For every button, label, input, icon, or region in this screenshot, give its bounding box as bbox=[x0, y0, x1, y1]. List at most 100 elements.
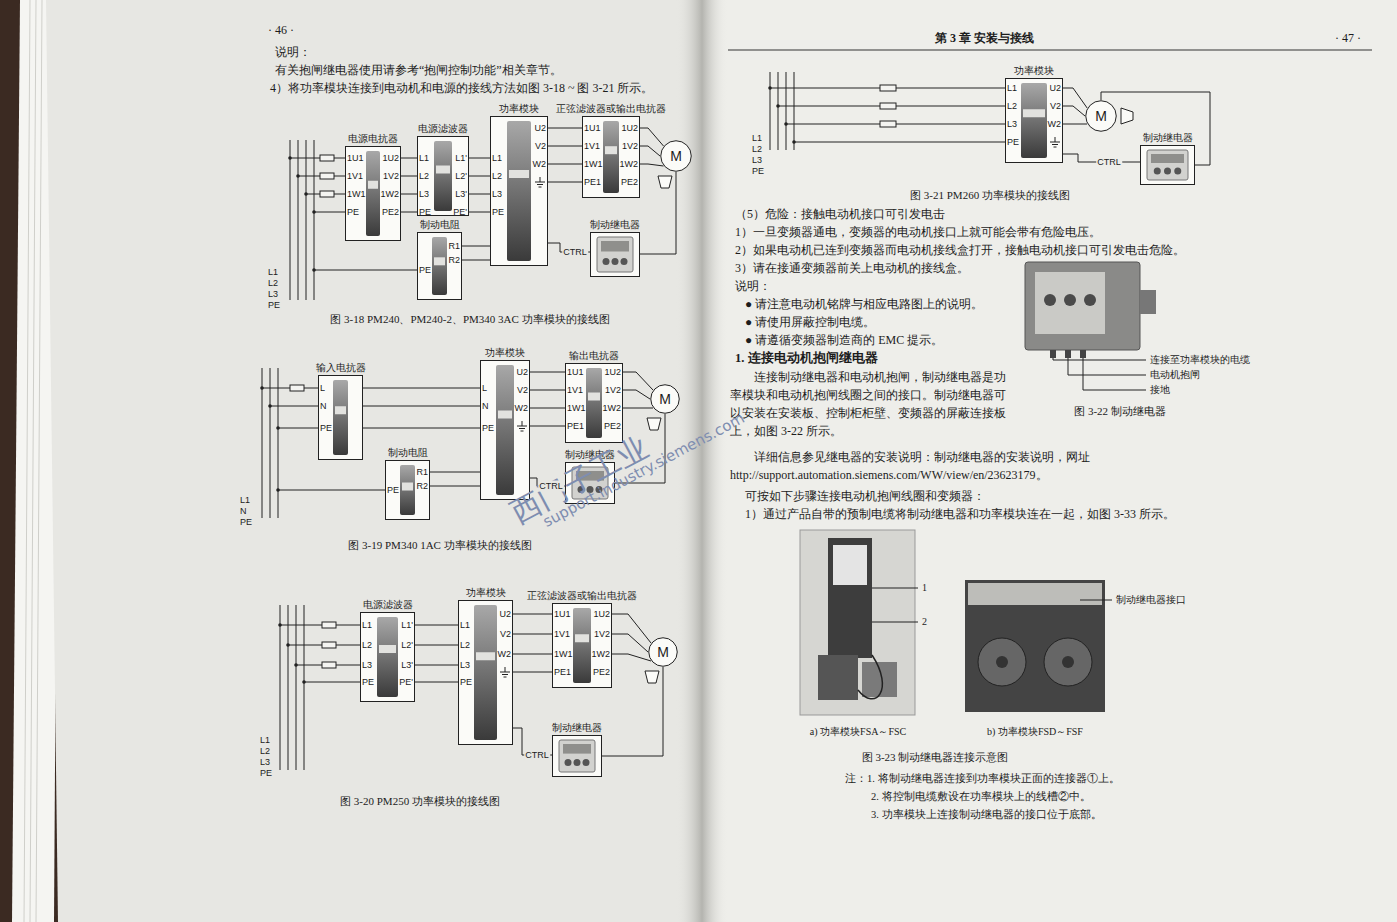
callout-label: 制动继电器接口 bbox=[1116, 594, 1186, 606]
box-fill bbox=[385, 460, 430, 520]
callout-label: 连接至功率模块的电缆 bbox=[1150, 354, 1250, 366]
terminal-label: L bbox=[320, 382, 325, 394]
relay-panel bbox=[601, 241, 629, 252]
terminal-label: PE1 bbox=[554, 666, 571, 678]
device-heading: 制动继电器 bbox=[552, 722, 602, 734]
device-box: 制动继电器 bbox=[552, 735, 602, 777]
feed-wire bbox=[304, 682, 360, 683]
box-fill bbox=[590, 232, 640, 277]
terminal-label: L1 bbox=[260, 734, 270, 746]
box-fill bbox=[345, 146, 401, 241]
text-line: 4）将功率模块连接到电动机和电源的接线方法如图 3-18 ~ 图 3-21 所示… bbox=[270, 80, 653, 96]
terminal-label: L1 bbox=[268, 266, 278, 278]
callout-label: 接地 bbox=[1150, 384, 1170, 396]
terminal-label: L2 bbox=[492, 170, 502, 182]
fan-photo bbox=[1044, 638, 1092, 686]
text-line: · 46 · bbox=[268, 22, 294, 38]
terminal-label: V2 bbox=[1050, 100, 1061, 112]
terminal-label: L3 bbox=[362, 659, 372, 671]
device-label-plate bbox=[575, 634, 589, 642]
text-line: 2）如果电动机已连到变频器而电动机接线盒打开，接触电动机接口可引发电击危险。 bbox=[735, 242, 1185, 258]
terminal-label: L3 bbox=[1007, 118, 1017, 130]
leader-line bbox=[872, 622, 918, 623]
supply-bus-line bbox=[306, 140, 307, 300]
terminal-label: L1' bbox=[401, 619, 413, 631]
text-line: 有关抱闸继电器使用请参考“抱闸控制功能”相关章节。 bbox=[275, 62, 562, 78]
wire-connector bbox=[612, 614, 651, 661]
relay-photo-small bbox=[862, 662, 897, 697]
terminal-label: L3 bbox=[752, 154, 762, 166]
ground-symbol bbox=[504, 677, 507, 678]
terminal-label: 1V1 bbox=[567, 384, 583, 396]
wire-connector bbox=[623, 372, 653, 408]
terminal-label: 1U2 bbox=[604, 366, 621, 378]
device-heading: 制动电阻 bbox=[388, 447, 428, 459]
motor-circle: M bbox=[1085, 100, 1117, 132]
terminal-label: L3 bbox=[492, 188, 502, 200]
supply-bus-line bbox=[290, 140, 291, 300]
motor-label: M bbox=[660, 140, 692, 172]
relay-photo-knob bbox=[1044, 294, 1056, 306]
page-edge-line bbox=[30, 0, 36, 922]
wire-connector bbox=[1063, 88, 1087, 124]
figure-caption: 图 3-18 PM240、PM240-2、PM340 3AC 功率模块的接线图 bbox=[330, 312, 609, 326]
feed-wire bbox=[270, 406, 318, 407]
device-picture bbox=[507, 121, 531, 261]
device-heading: 功率模块 bbox=[499, 103, 539, 115]
fuse-symbol bbox=[880, 121, 896, 127]
signal-label: CTRL bbox=[562, 247, 588, 258]
terminal-label: PE bbox=[268, 299, 280, 311]
terminal-label: V2 bbox=[517, 384, 528, 396]
fuse-symbol bbox=[320, 173, 334, 179]
motor-circle-outline bbox=[649, 638, 678, 667]
ground-symbol bbox=[1055, 137, 1056, 142]
wire-connector bbox=[640, 128, 664, 166]
callout-label: 1 bbox=[922, 582, 927, 594]
junction-dot bbox=[278, 623, 282, 627]
brake-symbol bbox=[658, 176, 672, 188]
fuse-symbol bbox=[320, 191, 334, 197]
terminal-label: L1 bbox=[240, 494, 250, 506]
ground-symbol bbox=[519, 428, 525, 429]
wire-connector bbox=[548, 128, 582, 182]
page-edge-line bbox=[24, 0, 30, 922]
supply-bus-line bbox=[304, 605, 305, 770]
ground-symbol bbox=[1050, 142, 1060, 143]
terminal-label: PE bbox=[419, 206, 431, 218]
prefab-cable bbox=[858, 655, 882, 699]
supply-bus-line bbox=[314, 140, 315, 300]
figure-caption: 图 3-22 制动继电器 bbox=[1074, 404, 1166, 418]
terminal-label: L2 bbox=[260, 745, 270, 757]
fuse-symbol bbox=[880, 103, 896, 109]
junction-dot bbox=[776, 104, 780, 108]
terminal-label: 1V2 bbox=[594, 628, 610, 640]
terminal-label: 1U1 bbox=[347, 152, 364, 164]
device-label-plate bbox=[605, 146, 617, 154]
supply-bus-line bbox=[778, 72, 779, 150]
terminal-label: 1V1 bbox=[584, 140, 600, 152]
junction-dot bbox=[276, 488, 280, 492]
terminal-label: L1' bbox=[455, 152, 467, 164]
terminal-pin bbox=[1080, 350, 1086, 358]
device-picture bbox=[432, 237, 447, 295]
motor-label: M bbox=[650, 384, 680, 414]
feed-wire bbox=[290, 158, 345, 159]
terminal-label: PE bbox=[492, 206, 504, 218]
relay-picture bbox=[1147, 150, 1188, 180]
wire-connector bbox=[363, 388, 480, 428]
brake-symbol bbox=[647, 418, 661, 430]
device-picture bbox=[573, 608, 591, 683]
relay-panel bbox=[563, 744, 591, 754]
paragraph: 详细信息参见继电器的安装说明：制动继电器的安装说明，网址 http://supp… bbox=[730, 448, 1370, 484]
box-fill bbox=[458, 600, 513, 745]
terminal-pin bbox=[1050, 350, 1056, 358]
relay-knob bbox=[1174, 168, 1181, 175]
terminal-label: PE bbox=[347, 206, 359, 218]
ground-symbol bbox=[539, 187, 542, 188]
ground-symbol bbox=[521, 431, 524, 432]
relay-picture bbox=[597, 237, 633, 272]
terminal-label: N bbox=[482, 400, 489, 412]
device-heading: 正弦滤波器或输出电抗器 bbox=[527, 590, 637, 602]
device-heading: 电源滤波器 bbox=[363, 599, 413, 611]
signal-label: CTRL bbox=[524, 750, 550, 761]
